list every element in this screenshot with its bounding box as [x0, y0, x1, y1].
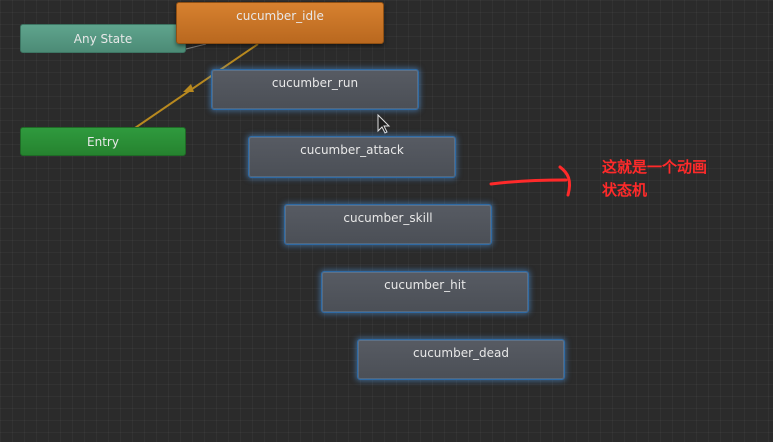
- state-node-attack[interactable]: cucumber_attack: [248, 136, 456, 178]
- state-label: cucumber_skill: [343, 211, 433, 225]
- default-state-node[interactable]: cucumber_idle: [176, 2, 384, 44]
- red-arrow-annotation: [489, 165, 572, 197]
- annotation-line-1: 这就是一个动画: [602, 158, 708, 176]
- state-node-dead[interactable]: cucumber_dead: [357, 339, 565, 380]
- state-label: cucumber_attack: [300, 143, 404, 157]
- transition-arrow-icon: [183, 84, 194, 92]
- state-node-skill[interactable]: cucumber_skill: [284, 204, 492, 245]
- entry-node[interactable]: Entry: [20, 127, 186, 156]
- state-label: cucumber_hit: [384, 278, 466, 292]
- any-state-connector: [185, 43, 207, 50]
- state-node-run[interactable]: cucumber_run: [211, 69, 419, 110]
- any-state-label: Any State: [73, 31, 133, 46]
- any-state-node[interactable]: Any State: [20, 24, 186, 53]
- default-state-label: cucumber_idle: [236, 9, 324, 23]
- state-node-hit[interactable]: cucumber_hit: [321, 271, 529, 313]
- entry-label: Entry: [87, 134, 119, 149]
- mouse-cursor-icon: [377, 113, 391, 134]
- state-label: cucumber_dead: [413, 346, 509, 360]
- entry-transition-line[interactable]: [134, 43, 259, 129]
- annotation-line-2: 状态机: [602, 181, 648, 199]
- state-label: cucumber_run: [271, 76, 359, 90]
- annotation-text: 这就是一个动画 状态机: [602, 156, 752, 202]
